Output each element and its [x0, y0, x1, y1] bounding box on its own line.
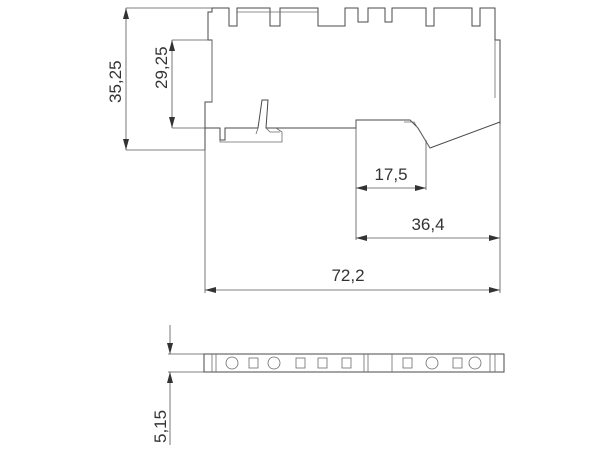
arrow-right-icon	[489, 287, 500, 293]
arrow-down-icon	[123, 139, 129, 150]
label-width-total: 72,2	[331, 266, 364, 285]
clamp-opening-icon	[267, 356, 281, 370]
arrow-up-icon	[123, 8, 129, 19]
clamp-opening-icon	[425, 356, 439, 370]
arrow-up-icon	[167, 372, 173, 383]
arrow-up-icon	[169, 40, 175, 51]
top-view	[203, 353, 505, 373]
dimension-height-body: 29,25	[152, 39, 208, 129]
foot-profile	[204, 99, 501, 150]
label-width-36-4: 36,4	[411, 215, 444, 234]
label-height-body: 29,25	[152, 46, 171, 89]
test-opening-icon	[341, 357, 352, 369]
dimension-thickness: 5,15	[151, 325, 204, 445]
side-view-outline	[204, 7, 501, 150]
arrow-left-icon	[205, 287, 216, 293]
test-opening-icon	[295, 357, 306, 369]
dimension-width-17-5: 17,5	[356, 165, 426, 191]
dimension-height-total: 35,25	[106, 7, 212, 151]
latch-detail	[404, 121, 431, 149]
arrow-right-icon	[415, 185, 426, 191]
top-view-outline	[203, 353, 505, 373]
side-view	[204, 7, 501, 150]
dimension-width-total: 72,2	[205, 266, 500, 293]
clamp-opening-icon	[468, 356, 482, 370]
spring-clip-detail	[255, 127, 280, 135]
clamp-opening-icon	[225, 356, 239, 370]
label-height-total: 35,25	[106, 60, 125, 103]
arrow-right-icon	[489, 235, 500, 241]
label-width-17-5: 17,5	[374, 165, 407, 184]
test-opening-icon	[317, 357, 328, 369]
arrow-down-icon	[167, 343, 173, 354]
label-thickness: 5,15	[151, 410, 170, 443]
test-opening-icon	[402, 357, 413, 369]
arrow-down-icon	[169, 117, 175, 128]
dimension-width-36-4: 36,4	[356, 215, 500, 241]
test-opening-icon	[452, 357, 463, 369]
foot-lower-edge	[219, 127, 283, 143]
test-opening-icon	[248, 357, 259, 369]
arrow-left-icon	[356, 185, 367, 191]
arrow-left-icon	[356, 235, 367, 241]
